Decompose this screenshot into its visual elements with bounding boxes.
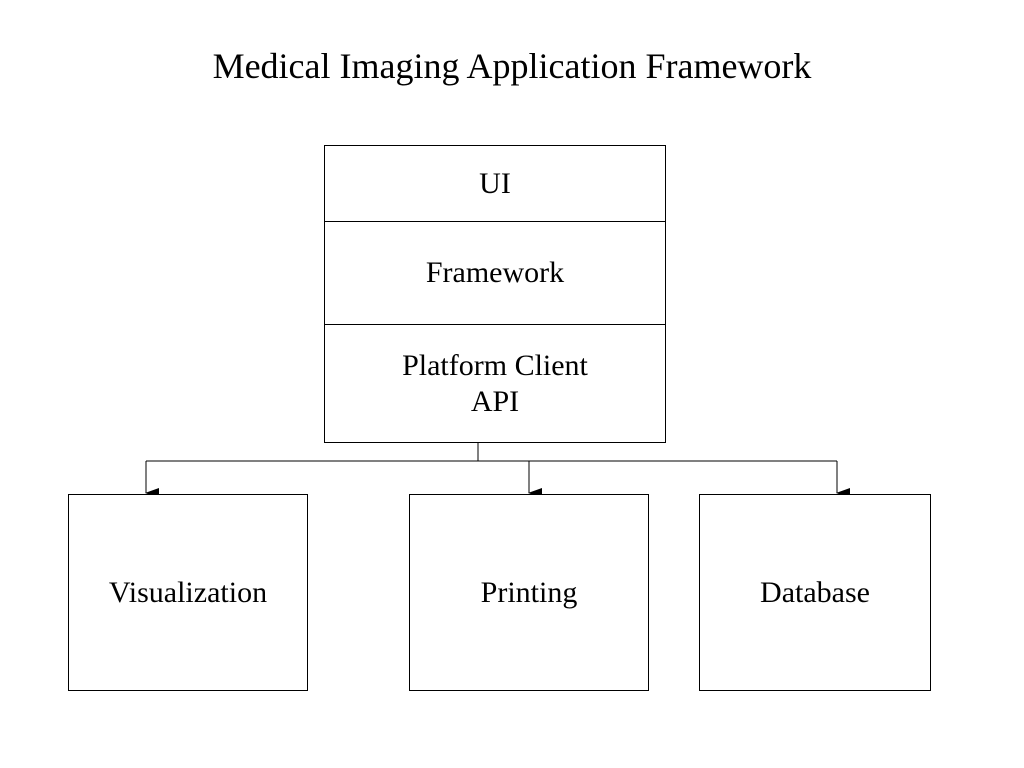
framework-layer-label: Framework [425, 256, 565, 289]
ui-layer-label: UI [479, 166, 511, 200]
layer-stack: UI Framework Platform Client API [324, 145, 666, 443]
visualization-label: Visualization [108, 575, 268, 609]
database-label: Database [760, 575, 870, 609]
visualization-box: Visualization [68, 494, 308, 691]
platform-client-api-label-line-1: Platform Client [402, 348, 588, 382]
framework-layer: Framework [325, 222, 665, 325]
platform-client-api-layer: Platform Client API [325, 325, 665, 442]
printing-label: Printing [480, 575, 578, 609]
ui-layer: UI [325, 146, 665, 222]
diagram-title: Medical Imaging Application Framework [212, 46, 812, 86]
printing-box: Printing [409, 494, 649, 691]
database-box: Database [699, 494, 931, 691]
platform-client-api-label-line-2: API [470, 384, 520, 418]
